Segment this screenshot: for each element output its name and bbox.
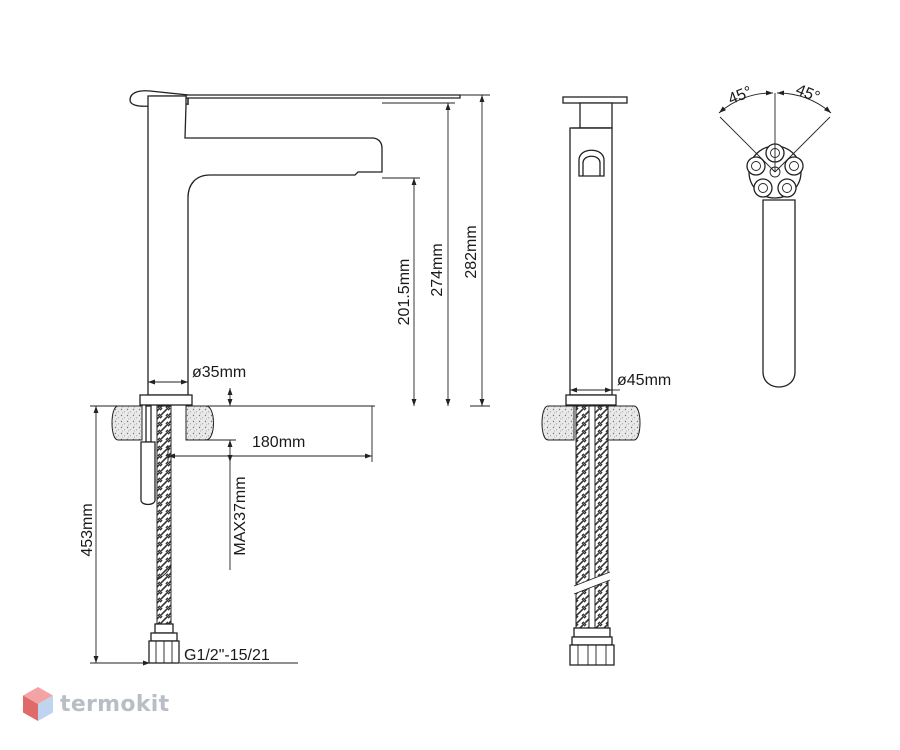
label-base-diameter-side: ø45mm [617,372,671,389]
brand-watermark: termokit [22,686,169,722]
label-reach: 180mm [252,434,305,451]
brand-name: termokit [60,691,170,717]
faucet-body [185,94,461,99]
label-thread-spec: G1/2"-15/21 [184,647,270,664]
label-hose-length: 453mm [79,503,96,556]
base-collar [139,394,193,406]
dimension-lines [90,94,620,666]
countertop-side [541,405,641,441]
label-max-counter-thickness: MAX37mm [232,476,249,555]
label-angle-right: 45° [793,81,822,106]
label-spout-height: 201.5mm [396,259,413,326]
front-view [129,90,461,406]
front-hoses [140,405,180,664]
hexagon-cube-icon [23,687,53,721]
countertop-front [90,405,375,441]
side-view [562,96,628,406]
label-overall-height: 282mm [463,225,480,278]
label-body-height: 274mm [429,243,446,296]
label-angle-left: 45° [726,83,755,108]
label-base-diameter-front: ø35mm [192,364,246,381]
side-hoses [569,405,615,666]
top-view-handle [718,90,832,388]
